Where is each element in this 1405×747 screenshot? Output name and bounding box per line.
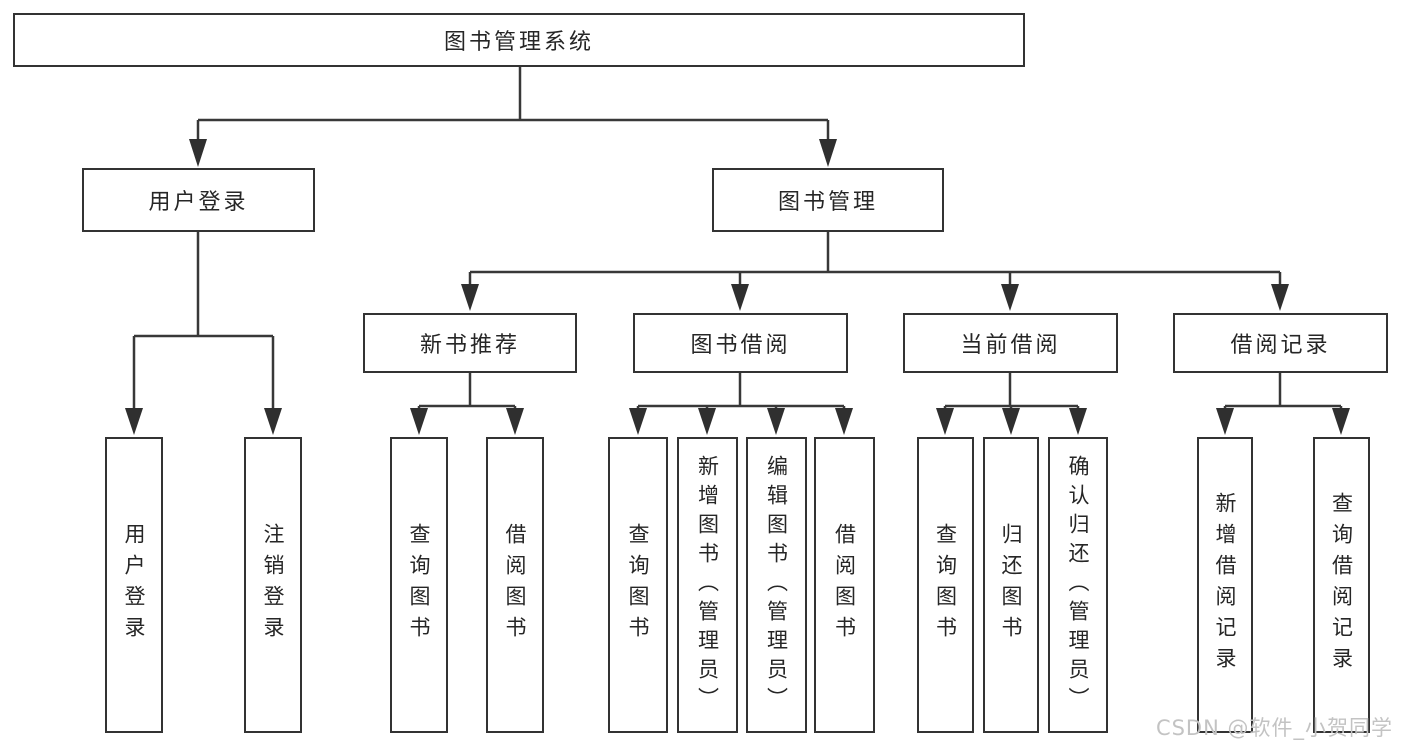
node-library-management-system: 图书管理系统 bbox=[13, 13, 1025, 67]
leaf-confirm-return-admin: 确认归还（管理员） bbox=[1048, 437, 1108, 733]
leaf-logout: 注销登录 bbox=[244, 437, 302, 733]
node-current-borrowing: 当前借阅 bbox=[903, 313, 1118, 373]
leaf-query-books-borrow: 查询图书 bbox=[608, 437, 668, 733]
leaf-query-books-recommend: 查询图书 bbox=[390, 437, 448, 733]
watermark: CSDN @软件_小贺同学 bbox=[1155, 716, 1393, 740]
node-new-book-recommendation: 新书推荐 bbox=[363, 313, 577, 373]
leaf-add-borrow-record: 新增借阅记录 bbox=[1197, 437, 1253, 733]
leaf-query-books-current: 查询图书 bbox=[917, 437, 974, 733]
node-user-login: 用户登录 bbox=[82, 168, 315, 232]
leaf-user-login: 用户登录 bbox=[105, 437, 163, 733]
leaf-borrow-books-recommend: 借阅图书 bbox=[486, 437, 544, 733]
leaf-query-borrow-record: 查询借阅记录 bbox=[1313, 437, 1370, 733]
arrowhead-icons bbox=[125, 139, 1350, 435]
node-borrowing-records: 借阅记录 bbox=[1173, 313, 1388, 373]
node-book-management: 图书管理 bbox=[712, 168, 944, 232]
leaf-edit-book-admin: 编辑图书（管理员） bbox=[746, 437, 807, 733]
leaf-return-books: 归还图书 bbox=[983, 437, 1039, 733]
leaf-add-book-admin: 新增图书（管理员） bbox=[677, 437, 738, 733]
leaf-borrow-books: 借阅图书 bbox=[814, 437, 875, 733]
node-book-borrowing: 图书借阅 bbox=[633, 313, 848, 373]
